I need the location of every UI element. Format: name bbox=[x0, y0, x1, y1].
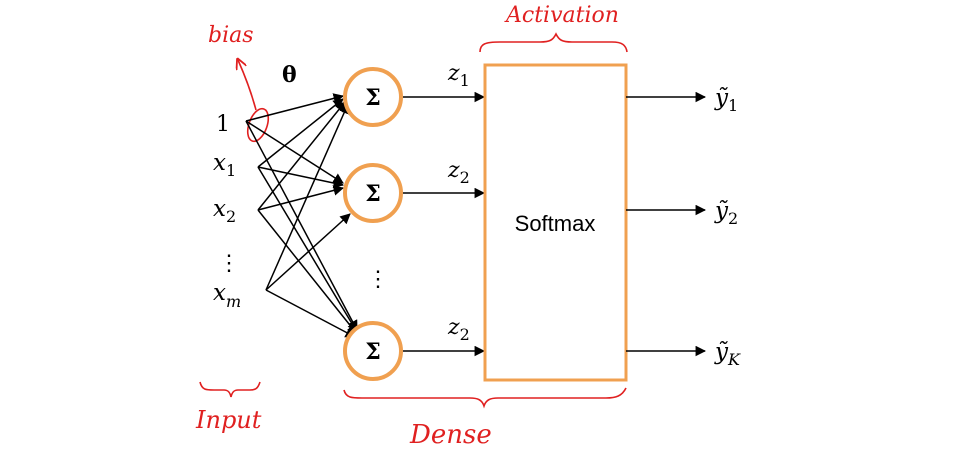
input-x1-sub: 1 bbox=[226, 161, 236, 180]
connection-line bbox=[257, 166, 345, 189]
neuron-1: Σ bbox=[343, 67, 403, 127]
dense-annotation: Dense bbox=[409, 420, 492, 450]
theta-label: θ bbox=[282, 62, 297, 88]
output-label-1: ỹ1 bbox=[714, 85, 738, 115]
input-x2-sub: 2 bbox=[226, 207, 236, 226]
output-label-1-sub: 1 bbox=[728, 96, 738, 115]
bias-circle bbox=[246, 107, 270, 143]
z-label-2-base: z bbox=[447, 158, 460, 183]
input-brace bbox=[199, 381, 261, 398]
output-label-2-sub: 2 bbox=[728, 209, 738, 228]
z-label-3-base: z bbox=[447, 315, 460, 340]
activation-annotation: Activation bbox=[504, 3, 619, 28]
connections bbox=[245, 93, 358, 338]
z-label-3-sub: 2 bbox=[460, 325, 470, 344]
z-label-1-sub: 1 bbox=[460, 71, 470, 90]
input-one: 1 bbox=[216, 112, 230, 137]
neuron-dots: ⋮ bbox=[367, 267, 389, 292]
neuron-circle bbox=[343, 163, 403, 223]
sum-symbol: Σ bbox=[365, 181, 381, 207]
connection-line bbox=[265, 213, 351, 291]
z-label-1: z1 bbox=[447, 61, 470, 90]
softmax-box bbox=[483, 63, 628, 382]
z-label-3: z2 bbox=[447, 315, 470, 344]
connection-line bbox=[257, 166, 358, 333]
connection-line bbox=[265, 103, 349, 291]
output-label-1-base: ỹ bbox=[714, 85, 729, 111]
activation-brace bbox=[479, 32, 628, 53]
bias-annotation: bias bbox=[208, 23, 254, 48]
input-x1: x1 bbox=[213, 150, 236, 180]
output-label-3-sub: K bbox=[727, 350, 741, 369]
softmax-label: Softmax bbox=[515, 211, 596, 236]
connection-line bbox=[245, 93, 345, 122]
z-label-1-base: z bbox=[447, 61, 460, 86]
z-label-2: z2 bbox=[447, 158, 470, 187]
connection-line bbox=[265, 289, 356, 338]
connection-line bbox=[245, 120, 358, 331]
input-annotation: Input bbox=[195, 406, 262, 434]
neuron-circle bbox=[343, 67, 403, 127]
connection-line bbox=[257, 98, 344, 168]
bias-arrow bbox=[238, 60, 257, 111]
input-xm-base: x bbox=[213, 280, 226, 306]
input-x2-base: x bbox=[213, 196, 226, 222]
input-xm-sub: m bbox=[226, 292, 241, 311]
dense-brace bbox=[343, 387, 627, 409]
input-x2: x2 bbox=[213, 196, 236, 226]
z-label-2-sub: 2 bbox=[460, 168, 470, 187]
connection-line bbox=[245, 120, 344, 184]
neuron-2: Σ bbox=[343, 163, 403, 223]
connection-line bbox=[257, 209, 358, 335]
input-dots: ⋮ bbox=[218, 251, 240, 276]
sum-symbol: Σ bbox=[365, 85, 381, 111]
output-label-2: ỹ2 bbox=[714, 198, 738, 228]
neuron-3: Σ bbox=[343, 321, 403, 381]
sum-symbol: Σ bbox=[365, 339, 381, 365]
connection-line bbox=[257, 101, 346, 211]
neuron-circle bbox=[343, 321, 403, 381]
output-label-3: ỹK bbox=[714, 339, 741, 369]
output-arrows bbox=[626, 91, 707, 357]
output-label-2-base: ỹ bbox=[714, 198, 729, 224]
input-x1-base: x bbox=[213, 150, 226, 176]
output-label-3-base: ỹ bbox=[714, 339, 729, 365]
connection-line bbox=[257, 185, 345, 211]
input-xm: xm bbox=[213, 280, 241, 311]
z-arrows bbox=[403, 91, 486, 357]
